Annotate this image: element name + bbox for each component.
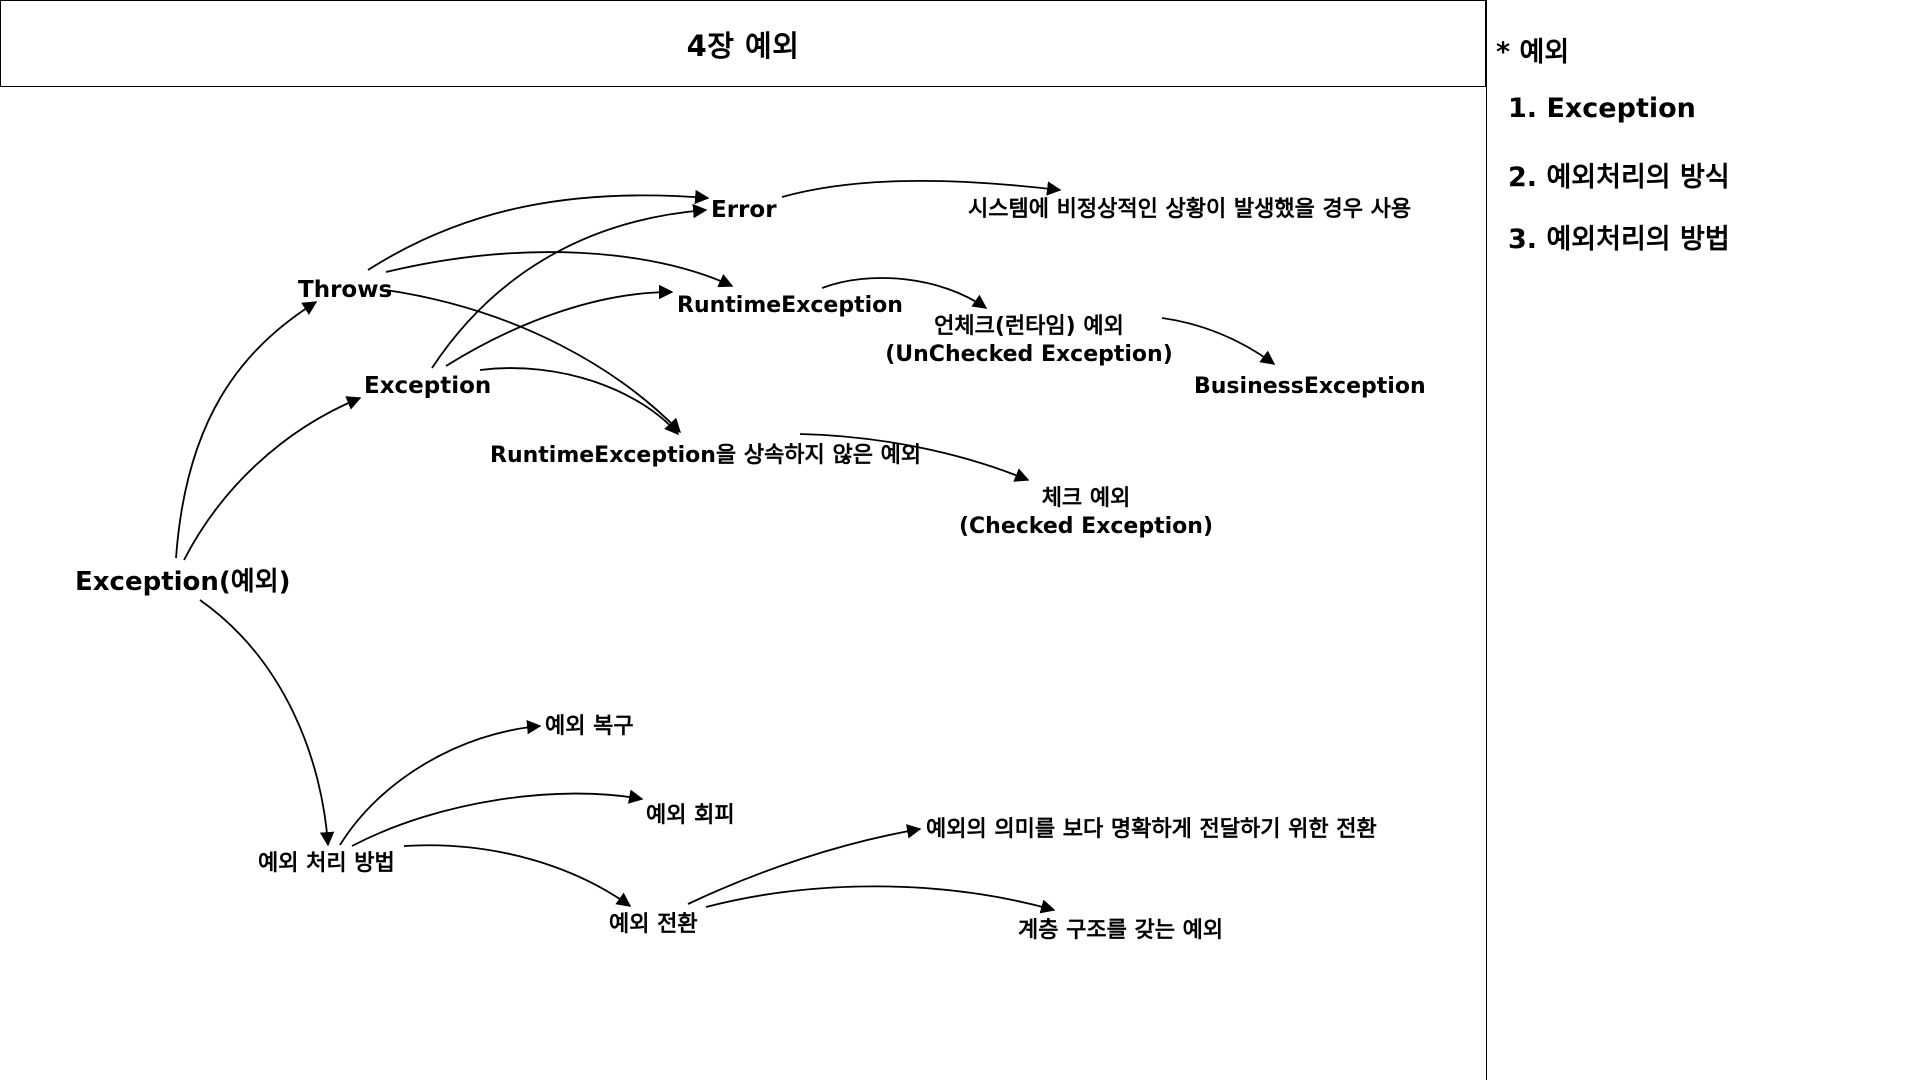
node-runtime-exception: RuntimeException	[677, 293, 903, 318]
node-avoid: 예외 회피	[646, 803, 735, 828]
edge-convert-meaning	[687, 824, 922, 905]
sidebar-item-exception: 1. Exception	[1508, 93, 1696, 124]
edge-convert-hierarchy	[705, 885, 1056, 914]
node-unchecked-line1: 언체크(런타임) 예외	[934, 314, 1124, 339]
edge-exception-runtime	[445, 284, 674, 367]
edge-handling-convert	[403, 844, 632, 907]
sidebar-divider	[1486, 0, 1487, 1080]
edge-throws-nonruntime	[385, 289, 682, 434]
edge-error-desc	[781, 180, 1062, 198]
node-non-runtime: RuntimeException을 상속하지 않은 예외	[490, 443, 921, 468]
node-error-desc: 시스템에 비정상적인 상황이 발생했을 경우 사용	[968, 197, 1411, 222]
node-handling: 예외 처리 방법	[258, 851, 395, 876]
node-convert-hierarchy: 계층 구조를 갖는 예외	[1018, 918, 1223, 943]
edge-root-throws	[175, 301, 318, 559]
node-convert: 예외 전환	[609, 912, 698, 937]
node-checked-line2: (Checked Exception)	[959, 514, 1213, 539]
node-throws: Throws	[298, 277, 392, 303]
node-exception: Exception	[364, 373, 491, 399]
edge-root-handling	[199, 599, 335, 847]
edge-throws-runtime	[385, 251, 734, 288]
node-unchecked-line2: (UnChecked Exception)	[885, 342, 1173, 367]
sidebar: * 예외 1. Exception 2. 예외처리의 방식 3. 예외처리의 방…	[1494, 0, 1914, 1080]
edge-unchecked-business	[1161, 317, 1276, 365]
node-convert-meaning: 예외의 의미를 보다 명확하게 전달하기 위한 전환	[926, 817, 1377, 842]
node-error: Error	[711, 197, 777, 223]
edge-exception-nonruntime	[479, 367, 679, 436]
page-title-text: 4장 예외	[686, 28, 800, 63]
edge-root-exception	[183, 396, 362, 561]
node-business-exception: BusinessException	[1194, 374, 1426, 399]
edge-runtime-unchecked	[821, 277, 988, 309]
edge-throws-error	[367, 189, 710, 271]
diagram-nodes: Exception(예외) Throws Exception Error 시스템…	[75, 197, 1426, 943]
edge-nonruntime-checked	[799, 433, 1030, 482]
node-checked-line1: 체크 예외	[1042, 486, 1131, 511]
edge-handling-recover	[339, 719, 542, 846]
sidebar-heading: * 예외	[1496, 37, 1570, 68]
edge-exception-error	[431, 203, 708, 369]
node-recover: 예외 복구	[545, 714, 634, 739]
diagram-edges	[175, 180, 1276, 914]
sidebar-item-handling-style: 2. 예외처리의 방식	[1508, 162, 1730, 193]
sidebar-item-handling-method: 3. 예외처리의 방법	[1508, 224, 1730, 255]
page-title: 4장 예외	[0, 0, 1486, 87]
exception-diagram: Exception(예외) Throws Exception Error 시스템…	[75, 180, 1426, 943]
node-root: Exception(예외)	[75, 567, 291, 597]
edge-handling-avoid	[351, 789, 644, 847]
